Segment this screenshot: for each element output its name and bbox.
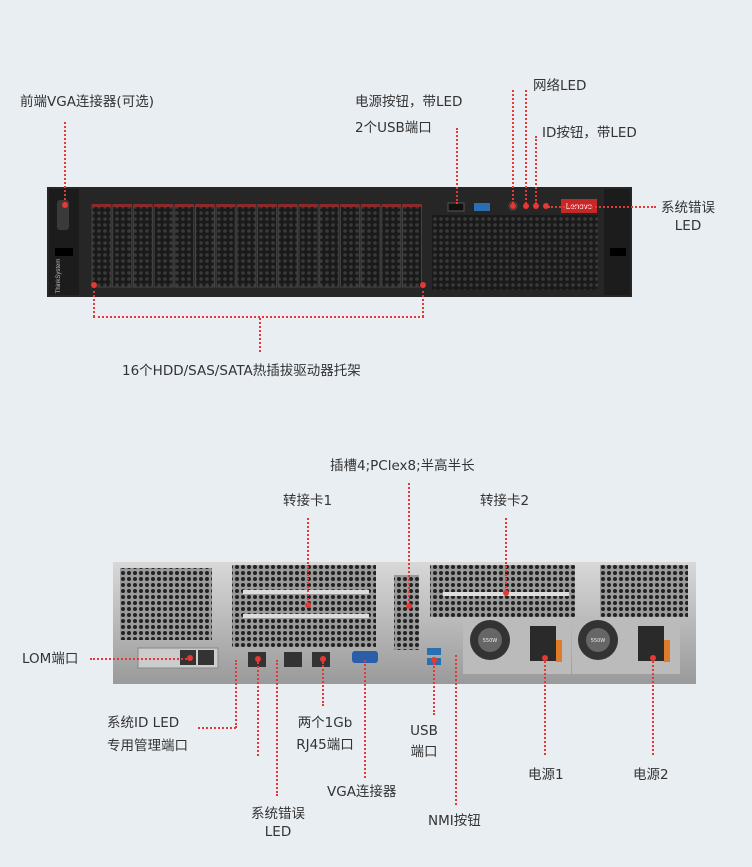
callout-dot (543, 203, 549, 209)
thinksystem-side-brand: ThinkSystem (56, 259, 62, 294)
label-line: LED (264, 824, 292, 840)
callout-dot (62, 202, 68, 208)
slot4-label: 插槽4;PClex8;半高半长 (330, 458, 475, 474)
label-line: 系统错误 (251, 806, 305, 822)
nmi-button-label: NMI按钮 (428, 813, 481, 829)
leader-line (235, 660, 237, 728)
riser2-label: 转接卡2 (480, 493, 530, 509)
drive-bay-latch (278, 204, 298, 207)
drive-bay-latch (381, 204, 401, 207)
callout-dot (503, 590, 509, 596)
leader-line (257, 662, 259, 756)
drive-bay-latch (340, 204, 360, 207)
id-led-mgmt-label: 系统ID LED 专用管理端口 (107, 712, 188, 758)
psu1-label: 电源1 (528, 767, 564, 783)
callout-dot (533, 203, 539, 209)
leader-line (548, 206, 656, 208)
callout-dot (187, 655, 193, 661)
callout-dot (510, 203, 516, 209)
network-led-label: 网络LED (533, 78, 587, 94)
drive-bay-latch (174, 204, 194, 207)
leader-line (512, 90, 514, 204)
psu1-rating: 550W (483, 638, 498, 644)
front-usb-label: 2个USB端口 (355, 120, 432, 136)
label-line: 端口 (410, 744, 438, 760)
leader-line (433, 663, 435, 715)
psu2-label: 电源2 (633, 767, 669, 783)
leader-line (276, 660, 278, 796)
leader-line (93, 286, 95, 317)
leader-line (456, 128, 458, 204)
callout-dot (255, 656, 261, 662)
drive-bay-latch (92, 204, 111, 207)
drive-bay-latch (112, 204, 132, 207)
leader-line (93, 316, 424, 318)
callout-dot (91, 282, 97, 288)
drive-bay-latch (361, 204, 381, 207)
power-button-label: 电源按钮，带LED (355, 94, 463, 110)
leader-line (535, 136, 537, 204)
leader-line (652, 661, 654, 755)
rear-vga-label: VGA连接器 (327, 784, 397, 800)
psu2-rating: 550W (591, 638, 606, 644)
label-line: LED (674, 218, 702, 234)
callout-dot (420, 282, 426, 288)
callout-dot (542, 655, 548, 661)
rear-error-led-label: 系统错误 LED (240, 805, 316, 841)
drive-bay-latch (319, 204, 339, 207)
label-line: RJ45端口 (296, 737, 354, 753)
label-line: 两个1Gb (297, 715, 353, 731)
leader-line (64, 122, 66, 204)
drive-bay-latch (257, 204, 277, 207)
callout-dot (406, 603, 412, 609)
leader-line (544, 661, 546, 755)
leader-line (259, 318, 261, 352)
lom-port-label: LOM端口 (22, 651, 79, 667)
callout-dot (523, 203, 529, 209)
callout-dot (650, 655, 656, 661)
drive-bay-latch (216, 204, 236, 207)
leader-line (364, 660, 366, 778)
drive-bay-latch (299, 204, 318, 207)
leader-line (198, 727, 236, 729)
label-line: 系统错误 (661, 200, 715, 216)
leader-line (505, 518, 507, 592)
label-line: 专用管理端口 (107, 738, 188, 754)
riser1-label: 转接卡1 (283, 493, 333, 509)
leader-line (322, 662, 324, 706)
leader-line (307, 518, 309, 604)
drive-bays-label: 16个HDD/SAS/SATA热插拔驱动器托架 (122, 363, 361, 379)
callout-dot (320, 656, 326, 662)
id-button-label: ID按钮，带LED (542, 125, 637, 141)
drive-bay-latch (195, 204, 215, 207)
leader-line (455, 655, 457, 805)
label-line: USB (410, 723, 438, 739)
drive-bay-latch (133, 204, 153, 207)
label-line: 系统ID LED (107, 715, 180, 731)
leader-line (408, 483, 410, 605)
front-vga-label: 前端VGA连接器(可选) (20, 94, 154, 110)
drive-bay-latch (236, 204, 256, 207)
leader-line (525, 90, 527, 204)
leader-line (422, 286, 424, 317)
drive-bay-latch (154, 204, 174, 207)
leader-line (90, 658, 190, 660)
callout-dot (305, 602, 311, 608)
front-error-led-label: 系统错误 LED (658, 199, 718, 235)
rear-usb-label: USB 端口 (405, 721, 443, 763)
callout-dot (431, 657, 437, 663)
drive-bay-latch (402, 204, 422, 207)
